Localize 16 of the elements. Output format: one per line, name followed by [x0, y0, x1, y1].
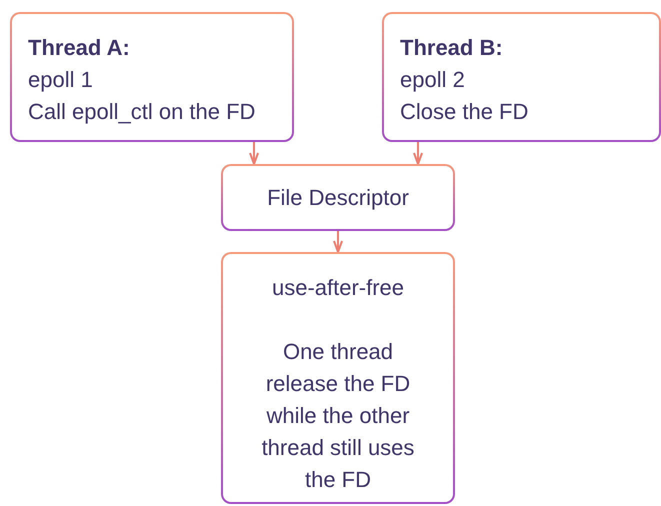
note-box — [221, 252, 455, 504]
arrow — [333, 231, 343, 253]
thread-detail: epoll 1 — [28, 66, 94, 94]
thread-detail: Call epoll_ctl on the FD — [28, 98, 256, 126]
thread-title: Thread A: — [28, 34, 131, 62]
thread-detail: Close the FD — [400, 98, 530, 126]
thread-box — [382, 12, 661, 142]
thread-box — [10, 12, 294, 142]
node-description: One thread release the FD while the other thread still uses the FD — [260, 338, 416, 494]
node-title: use-after-free — [270, 274, 406, 302]
thread-title: Thread B: — [400, 34, 504, 62]
process-box — [221, 164, 455, 231]
arrow — [413, 142, 423, 165]
arrow — [249, 142, 259, 165]
thread-detail: epoll 2 — [400, 66, 466, 94]
node-label: File Descriptor — [267, 184, 409, 212]
